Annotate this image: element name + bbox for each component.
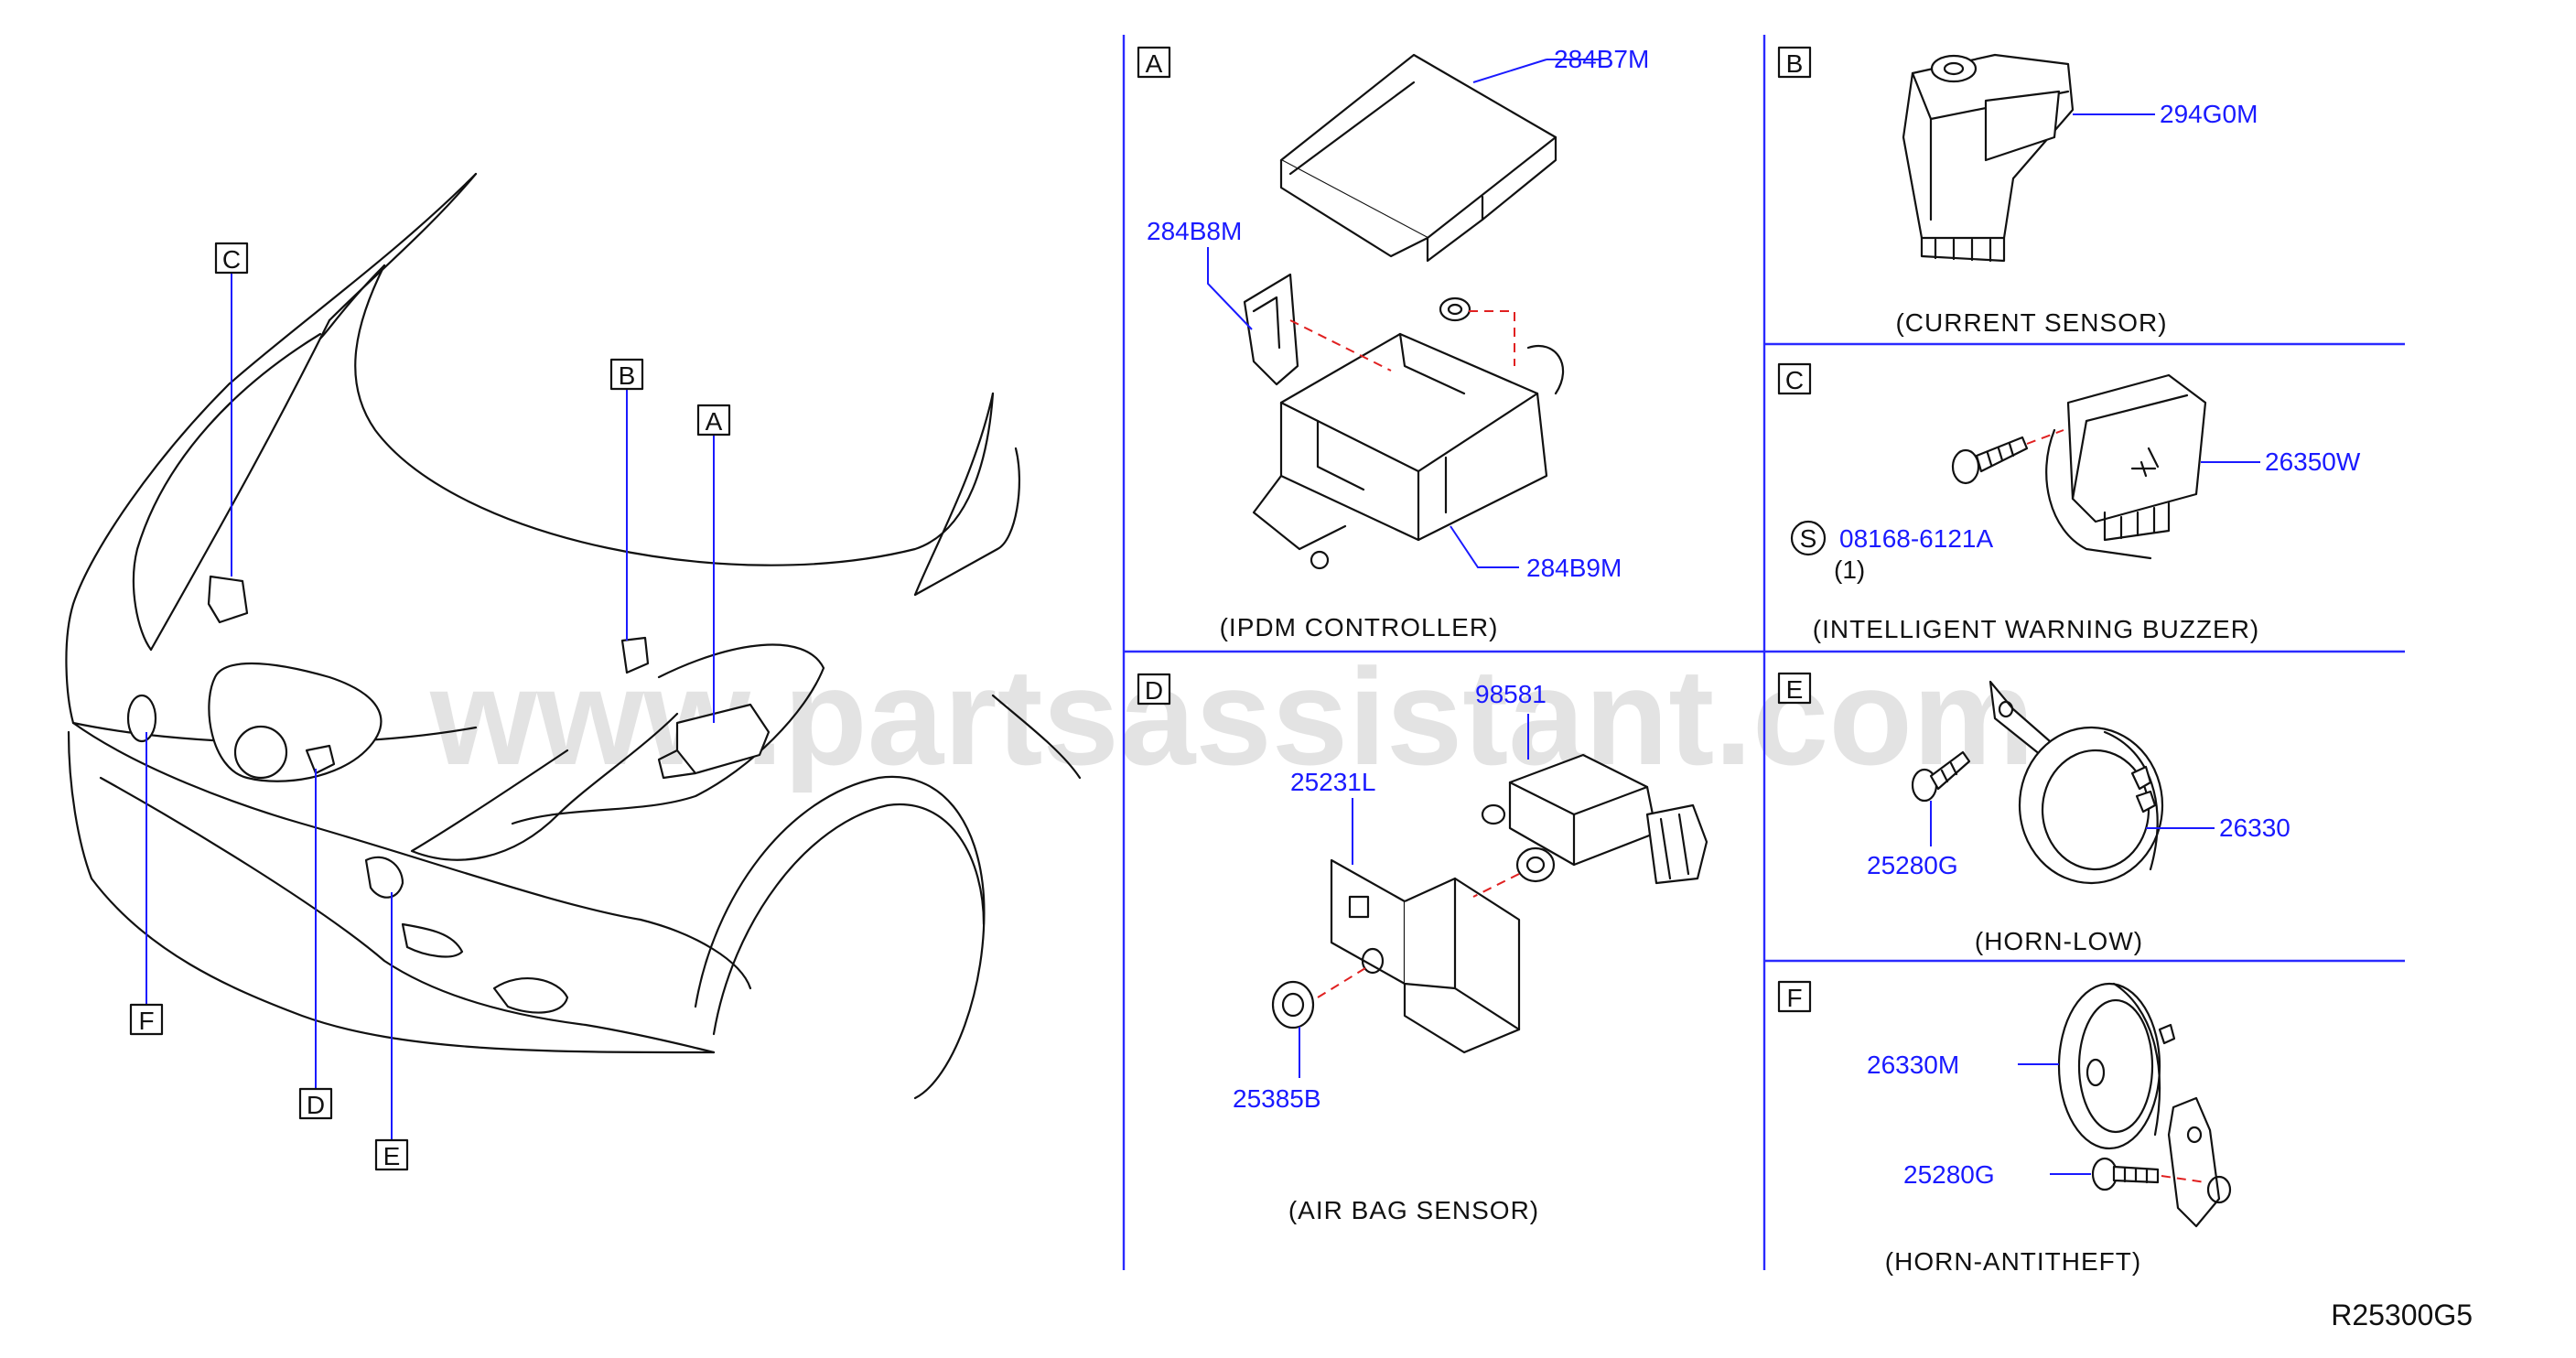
part-08168-6121a-qty: (1) [1834,555,1865,584]
part-08168-6121a-label[interactable]: 08168-6121A [1839,524,1993,553]
ipdm-bracket-284b8m[interactable] [1243,273,1299,386]
overview-marker-e[interactable]: E [374,1138,409,1171]
airbag-bracket-25231l[interactable] [1330,858,1521,1054]
overview-marker-c[interactable]: C [214,242,249,275]
overview-marker-a-label: A [706,407,723,436]
panel-c-letter: C [1785,366,1804,394]
panel-a-caption: (IPDM CONTROLLER) [1220,613,1499,641]
part-25385b-label[interactable]: 25385B [1233,1084,1321,1113]
panel-f: F 26330M 25280G (HORN-ANTITHEFT) [1777,980,2232,1276]
watermark: www.partsassistant.com [429,640,2034,793]
part-25280g-label-e[interactable]: 25280G [1867,851,1958,879]
panel-d: D 98581 25231L 2538 [1137,673,1708,1224]
panel-a: A 284B7M [1137,45,1649,641]
horn-low-bolt [1911,750,1971,803]
ipdm-box-284b9m[interactable] [1252,332,1565,570]
panel-d-letter: D [1145,676,1163,705]
horn-antitheft-26330m[interactable] [2057,982,2232,1228]
panel-b: B 294G0M (CURRENT SENSOR) [1777,46,2258,337]
ipdm-nut [1439,296,1471,322]
panel-a-letter: A [1146,49,1163,78]
horn-low-26330[interactable] [1989,680,2164,885]
diagram-reference-code: R25300G5 [2331,1299,2473,1331]
part-26330m-label[interactable]: 26330M [1867,1051,1959,1079]
panel-e-letter: E [1786,675,1804,704]
overview-marker-f-label: F [138,1007,154,1035]
panel-b-letter: B [1786,49,1804,78]
panel-f-letter: F [1786,984,1802,1012]
overview-marker-d[interactable]: D [298,1087,333,1120]
panel-c: C 26350W S 08168-6121A (1) (INTELLIGENT … [1777,362,2361,643]
overview-marker-e-label: E [383,1142,401,1170]
vehicle-front-overview [65,172,1082,1100]
part-25231l-label[interactable]: 25231L [1290,768,1375,796]
airbag-nut [1271,980,1315,1029]
part-284b9m-label[interactable]: 284B9M [1526,554,1622,582]
current-sensor-294g0m[interactable] [1902,53,2075,263]
overview-marker-a[interactable]: A [696,404,731,436]
ipdm-cover-284b7m[interactable] [1279,53,1557,263]
overview-marker-b-label: B [619,361,636,390]
part-294g0m-label[interactable]: 294G0M [2160,100,2258,128]
warning-buzzer-26350w[interactable] [2045,373,2207,560]
part-26350w-label[interactable]: 26350W [2265,447,2361,476]
panel-separators [1122,35,2405,1270]
part-284b8m-label[interactable]: 284B8M [1147,217,1242,245]
standard-part-symbol: S [1800,524,1817,553]
overview-marker-f[interactable]: F [129,1003,164,1036]
overview-marker-c-label: C [222,245,241,274]
panel-f-caption: (HORN-ANTITHEFT) [1885,1247,2141,1276]
panel-c-caption: (INTELLIGENT WARNING BUZZER) [1813,615,2259,643]
part-26330-label[interactable]: 26330 [2219,814,2290,842]
overview-marker-d-label: D [307,1091,325,1119]
part-98581-label[interactable]: 98581 [1475,680,1547,708]
part-284b7m-label[interactable]: 284B7M [1554,45,1649,73]
panel-d-caption: (AIR BAG SENSOR) [1288,1196,1539,1224]
panel-e-caption: (HORN-LOW) [1975,927,2143,955]
overview-leader-lines [146,273,715,1140]
panel-b-caption: (CURRENT SENSOR) [1895,308,2167,337]
overview-marker-b[interactable]: B [609,358,644,391]
buzzer-bolt [1951,436,2029,485]
panel-e: E 26330 25280G (HORN-LOW) [1777,672,2290,955]
horn-antitheft-bolt [2091,1157,2160,1191]
airbag-sensor-98581[interactable] [1481,753,1708,885]
part-25280g-label-f[interactable]: 25280G [1903,1160,1995,1189]
